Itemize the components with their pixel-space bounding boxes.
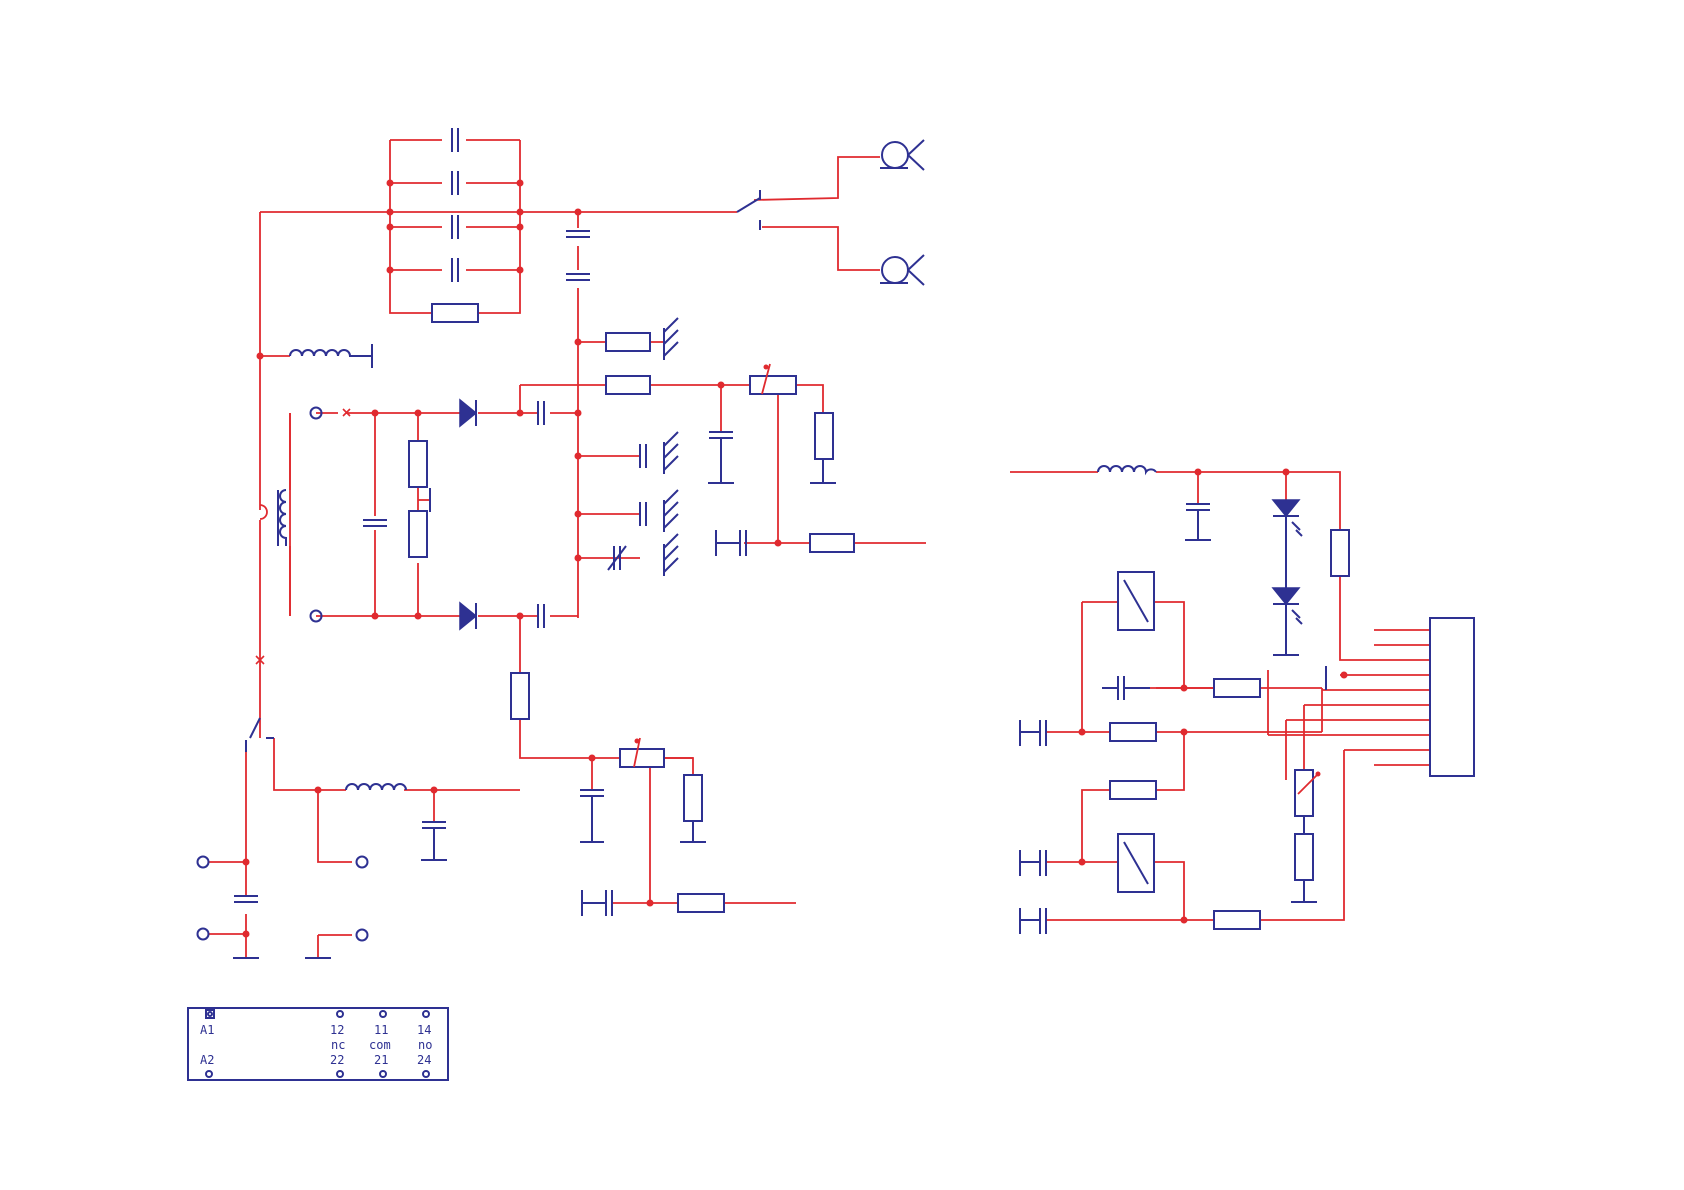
filter-cap xyxy=(1185,504,1211,540)
legend-contact-24: 24 xyxy=(417,1053,431,1067)
power-terminals xyxy=(198,857,368,959)
diode-2 xyxy=(460,603,476,629)
legend-contact-22: 22 xyxy=(330,1053,344,1067)
right-caps xyxy=(1020,666,1326,934)
rf-terminals xyxy=(311,408,351,622)
legend-contact-11: 11 xyxy=(374,1023,388,1037)
resistor-r1 xyxy=(1331,530,1349,576)
legend-com: com xyxy=(369,1038,391,1052)
relay-coil-2 xyxy=(1118,834,1154,892)
cap-bank xyxy=(432,128,478,322)
left-junction-dots xyxy=(243,180,782,938)
inductor-1 xyxy=(290,344,372,368)
led-2 xyxy=(1273,588,1302,655)
transformer xyxy=(260,413,290,616)
legend-contact-14: 14 xyxy=(417,1023,431,1037)
legend-coil-top: A1 xyxy=(200,1023,214,1037)
legend-contact-12: 12 xyxy=(330,1023,344,1037)
diode-caps xyxy=(538,401,544,628)
antenna-socket-1 xyxy=(880,140,924,170)
potentiometer-1 xyxy=(708,364,836,483)
switch-top xyxy=(737,190,760,230)
led-1 xyxy=(1273,500,1302,588)
legend-no: no xyxy=(418,1038,432,1052)
legend-contact-21: 21 xyxy=(374,1053,388,1067)
legend-nc: nc xyxy=(331,1038,345,1052)
relay-legend: A1 A2 12 11 14 nc com no 22 21 24 xyxy=(188,1008,448,1080)
chassis-caps xyxy=(608,432,678,576)
right-pot xyxy=(1295,770,1321,834)
inductor-3 xyxy=(1098,466,1156,472)
bridge xyxy=(363,441,430,557)
diode-1 xyxy=(460,400,476,426)
relay-coil-1 xyxy=(1118,572,1154,630)
antenna-socket-2 xyxy=(880,255,924,285)
legend-coil-bottom: A2 xyxy=(200,1053,214,1067)
inductor-2 xyxy=(346,784,447,860)
resistor-bank xyxy=(432,304,478,322)
resistors-middle xyxy=(606,318,678,394)
connector-block xyxy=(1430,618,1474,776)
